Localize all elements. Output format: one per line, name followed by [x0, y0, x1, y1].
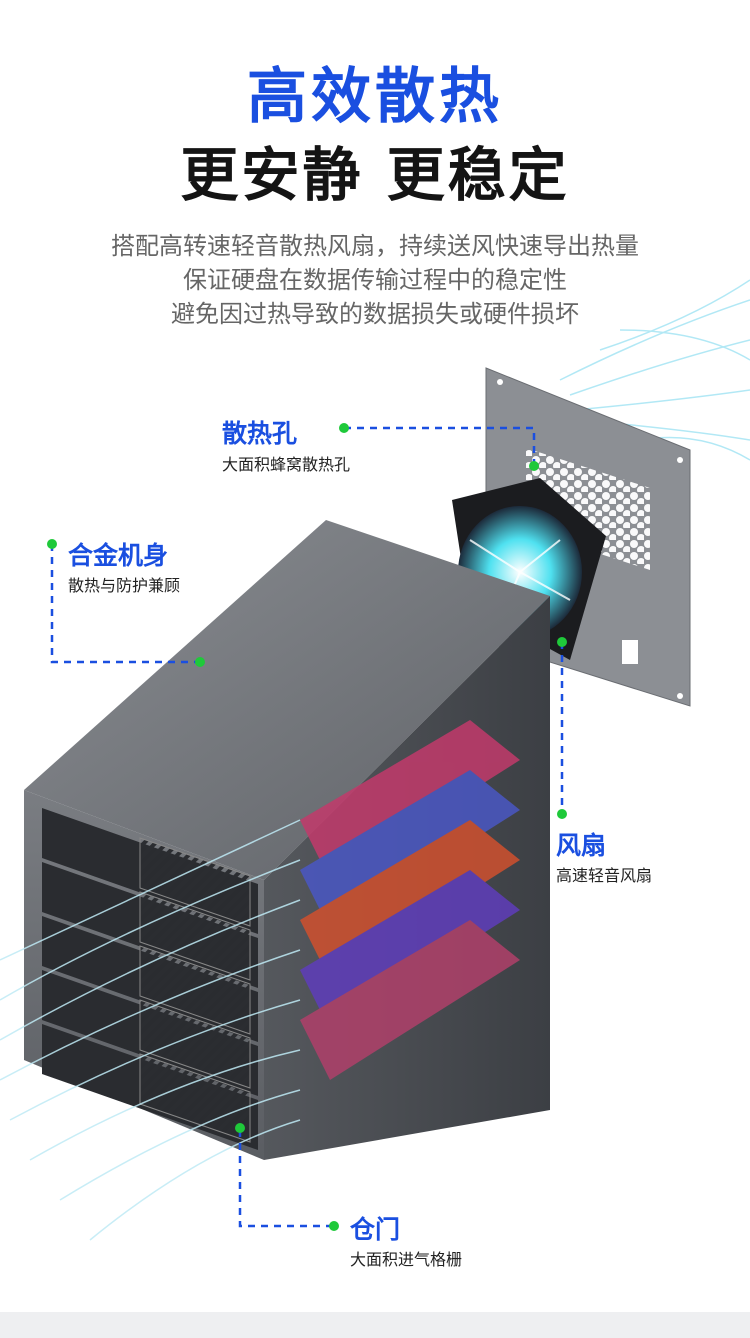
- drive-bay: [42, 916, 258, 1042]
- callout-vent-title: 散热孔: [222, 419, 298, 448]
- page-title: 高效散热: [247, 62, 503, 132]
- marker-dot: [195, 657, 205, 667]
- description-line-1: 搭配高转速轻音散热风扇，持续送风快速导出热量: [111, 232, 639, 260]
- callout-door-subtitle: 大面积进气格栅: [350, 1250, 463, 1269]
- drive-bay: [42, 862, 258, 988]
- page-subtitle: 更安静 更稳定: [180, 141, 570, 209]
- marker-dot: [329, 1221, 339, 1231]
- description-line-3: 避免因过热导致的数据损失或硬件损坏: [171, 300, 579, 328]
- description-line-2: 保证硬盘在数据传输过程中的稳定性: [183, 266, 567, 294]
- footer-band: [0, 1312, 750, 1338]
- airflow-lines-left: [0, 819, 301, 1241]
- marker-dot: [529, 461, 539, 471]
- drive-bay: [42, 970, 258, 1096]
- marker-dot: [557, 637, 567, 647]
- marker-dot: [339, 423, 349, 433]
- callout-fan-subtitle: 高速轻音风扇: [556, 866, 653, 885]
- marker-dot: [557, 809, 567, 819]
- marker-dot: [235, 1123, 245, 1133]
- callout-leaders: [50, 426, 564, 1228]
- callout-vent-subtitle: 大面积蜂窝散热孔: [222, 455, 351, 474]
- callout-fan-title: 风扇: [556, 831, 607, 860]
- drive-bay: [42, 808, 258, 934]
- drive-bays: [42, 808, 258, 1150]
- internal-drives-glow: [300, 720, 520, 1080]
- callout-door-title: 仓门: [350, 1215, 401, 1244]
- drive-bay: [42, 1024, 258, 1150]
- callout-markers: [47, 423, 567, 1231]
- callout-body-subtitle: 散热与防护兼顾: [68, 576, 181, 595]
- marker-dot: [47, 539, 57, 549]
- callout-body-title: 合金机身: [68, 541, 169, 570]
